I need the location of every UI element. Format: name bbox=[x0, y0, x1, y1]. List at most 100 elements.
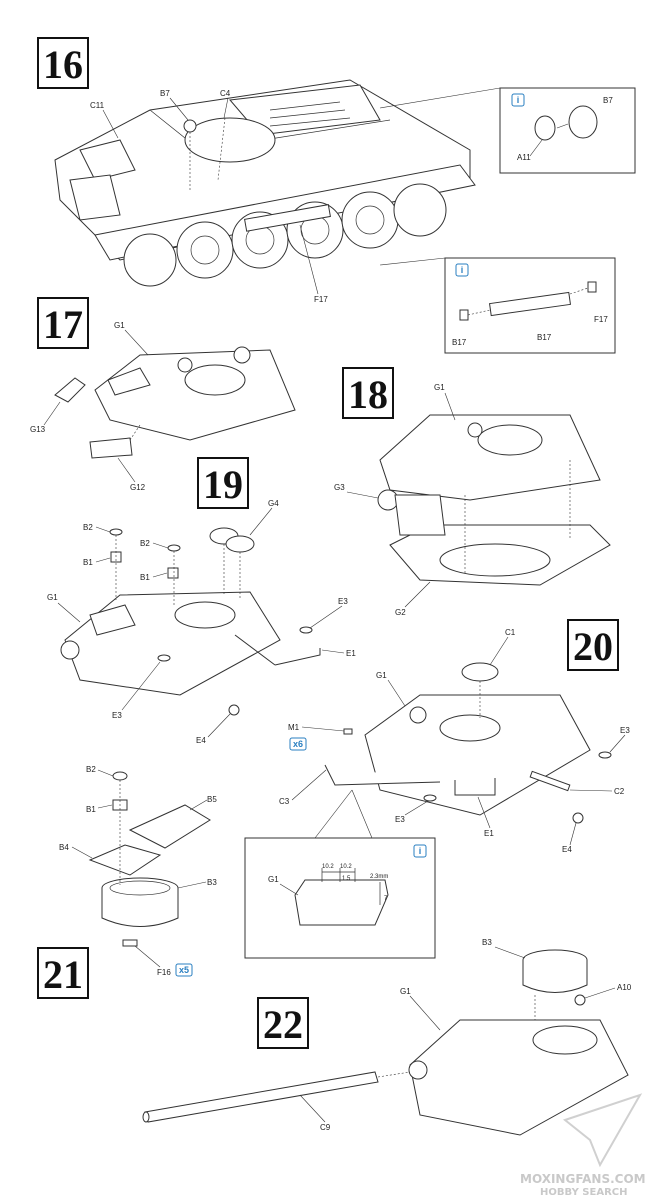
m1-quantity-badge bbox=[289, 737, 307, 751]
label-c3: C3 bbox=[279, 797, 290, 806]
label-c11: C11 bbox=[90, 101, 105, 110]
part-e3-left-step20 bbox=[423, 794, 437, 802]
part-c9-barrel bbox=[144, 1071, 379, 1123]
part-c2 bbox=[529, 770, 571, 792]
step-16: 16 bbox=[37, 37, 636, 354]
part-c1-hatch bbox=[461, 662, 499, 682]
turret-side-profile bbox=[294, 879, 389, 926]
label-b7-hull: B7 bbox=[160, 89, 170, 98]
step-22: 22 B3 A10 G1 C9 bbox=[142, 938, 632, 1136]
part-f17-right bbox=[587, 281, 597, 293]
info-icon-b7 bbox=[511, 93, 525, 107]
label-f17-right: F17 bbox=[594, 315, 608, 324]
part-b2-right bbox=[167, 544, 181, 552]
part-e4 bbox=[228, 704, 240, 716]
step-19-number: 19 bbox=[203, 462, 243, 507]
step-17: 17 G1 G13 G12 bbox=[30, 297, 296, 492]
label-e1: E1 bbox=[346, 649, 356, 658]
step-21: 21 B2 B1 B5 B4 B3 F16 x5 bbox=[37, 765, 217, 999]
label-e3-left-step20: E3 bbox=[395, 815, 405, 824]
dimension-1-5: 1.5 bbox=[342, 876, 351, 882]
step-22-box bbox=[257, 997, 309, 1049]
part-f17-left bbox=[459, 309, 469, 321]
label-g4: G4 bbox=[268, 499, 279, 508]
label-g1-step20: G1 bbox=[376, 671, 387, 680]
part-b2-step21 bbox=[112, 771, 128, 781]
label-e3-right: E3 bbox=[338, 597, 348, 606]
label-e4: E4 bbox=[196, 736, 206, 745]
step-21-box bbox=[37, 947, 89, 999]
m1-quantity: x6 bbox=[293, 739, 303, 749]
label-b2-left: B2 bbox=[83, 523, 93, 532]
label-b5: B5 bbox=[207, 795, 217, 804]
part-f16 bbox=[122, 939, 138, 947]
step-20: 20 C1 G1 M1 x6 E3 C3 C2 E3 E1 E4 bbox=[244, 619, 630, 959]
step-20-box bbox=[567, 619, 619, 671]
step-17-number: 17 bbox=[43, 302, 83, 347]
label-e3-right-step20: E3 bbox=[620, 726, 630, 735]
step-19-box bbox=[197, 457, 249, 509]
label-a11: A11 bbox=[517, 153, 531, 162]
label-g3: G3 bbox=[334, 483, 345, 492]
tank-hull-drawing bbox=[54, 79, 476, 287]
part-b1-right bbox=[167, 567, 179, 579]
label-c2: C2 bbox=[614, 787, 625, 796]
part-a10 bbox=[574, 994, 586, 1006]
turret-g1-step17 bbox=[94, 346, 296, 441]
label-e3-left: E3 bbox=[112, 711, 122, 720]
label-b17-detail: B17 bbox=[537, 333, 552, 342]
label-c9: C9 bbox=[320, 1123, 331, 1132]
watermark: MOXINGFANS.COM HOBBY SEARCH bbox=[520, 1093, 646, 1198]
svg-text:i: i bbox=[461, 265, 464, 275]
step-19: 19 G4 B2 B1 B2 B1 G1 bbox=[47, 457, 356, 745]
dimension-2-3mm: 2.3mm bbox=[370, 874, 388, 880]
step-16-box bbox=[37, 37, 89, 89]
step-18-number: 18 bbox=[348, 372, 388, 417]
step-21-number: 21 bbox=[43, 952, 83, 997]
label-b1-left: B1 bbox=[83, 558, 93, 567]
label-g13: G13 bbox=[30, 425, 46, 434]
label-g1-step17: G1 bbox=[114, 321, 125, 330]
part-m1 bbox=[343, 728, 353, 735]
turret-g1-step18 bbox=[379, 414, 601, 501]
part-g4-hatch-b bbox=[225, 535, 255, 553]
part-e4-step20 bbox=[572, 812, 584, 824]
label-g1-detail: G1 bbox=[268, 875, 279, 884]
part-b4 bbox=[88, 844, 162, 876]
watermark-line1: MOXINGFANS.COM bbox=[520, 1172, 646, 1186]
part-b3-ring bbox=[101, 877, 179, 927]
label-g12: G12 bbox=[130, 483, 146, 492]
watermark-line2: HOBBY SEARCH bbox=[540, 1187, 627, 1198]
label-f17-left: B17 bbox=[452, 338, 467, 347]
label-b4: B4 bbox=[59, 843, 69, 852]
f16-quantity-badge bbox=[175, 963, 193, 977]
part-b3-cupola bbox=[522, 949, 588, 993]
label-c4: C4 bbox=[220, 89, 231, 98]
part-e1-rail-step20 bbox=[454, 778, 496, 796]
label-g1-step18: G1 bbox=[434, 383, 445, 392]
part-g13 bbox=[54, 377, 86, 403]
step-17-box bbox=[37, 297, 89, 349]
turret-g1-step20 bbox=[364, 694, 591, 816]
dimension-7: 7 bbox=[384, 896, 388, 902]
part-b7-light bbox=[568, 105, 598, 139]
label-b2-step21: B2 bbox=[86, 765, 96, 774]
part-c3-rail bbox=[324, 764, 441, 786]
svg-text:i: i bbox=[419, 846, 422, 856]
label-g1-step22: G1 bbox=[400, 987, 411, 996]
part-e3-left bbox=[157, 654, 171, 662]
svg-text:i: i bbox=[517, 95, 520, 105]
dimension-10-2-a: 10.2 bbox=[322, 864, 334, 870]
label-g1-step19: G1 bbox=[47, 593, 58, 602]
part-b2-left bbox=[109, 528, 123, 536]
label-b1-step21: B1 bbox=[86, 805, 96, 814]
turret-g1-step22 bbox=[408, 1019, 629, 1136]
step-20-number: 20 bbox=[573, 624, 613, 669]
part-b17-bar bbox=[488, 291, 572, 317]
label-c1: C1 bbox=[505, 628, 516, 637]
label-b1-right: B1 bbox=[140, 573, 150, 582]
step-22-number: 22 bbox=[263, 1002, 303, 1047]
part-a11-lens bbox=[534, 115, 556, 141]
dimension-10-2-b: 10.2 bbox=[340, 864, 352, 870]
